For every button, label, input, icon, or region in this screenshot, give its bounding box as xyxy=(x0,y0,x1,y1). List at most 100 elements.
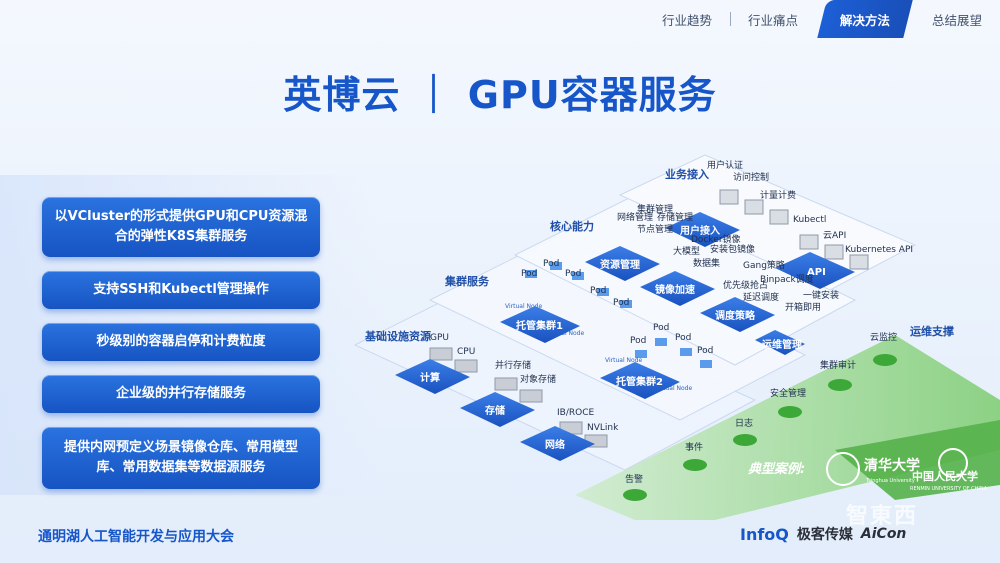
architecture-diagram: 业务接入 核心能力 集群服务 基础设施资源 用户认证 访问控制 计量计费 Kub… xyxy=(335,150,1000,520)
label-business: 业务接入 xyxy=(665,167,709,181)
svg-text:并行存储: 并行存储 xyxy=(495,359,531,371)
svg-text:GPU: GPU xyxy=(430,333,449,343)
svg-text:调度策略: 调度策略 xyxy=(715,309,756,322)
feature-billing: 秒级别的容器启停和计费粒度 xyxy=(42,323,320,361)
nav-item-pain-points[interactable]: 行业痛点 xyxy=(729,0,816,38)
core-preempt: 优先级抢占 xyxy=(723,279,768,291)
core-binpack: Binpack调度 xyxy=(760,273,814,285)
pod-2: Pod xyxy=(543,259,559,269)
vnode-4: Virtual Node xyxy=(655,385,692,392)
top-nav: 行业趋势 行业痛点 解决方法 总结展望 xyxy=(644,0,1000,38)
plate-resource xyxy=(585,246,660,281)
pod-5: Pod xyxy=(613,298,629,308)
label-cluster: 集群服务 xyxy=(444,274,490,288)
object-storage-block xyxy=(519,389,543,403)
core-delay: 延迟调度 xyxy=(743,291,779,303)
case-label: 典型案例: xyxy=(748,462,806,477)
vnode-2: Virtual Node xyxy=(547,330,584,337)
core-network: 网络管理 xyxy=(617,211,653,223)
ops-pucks xyxy=(623,354,897,501)
feature-list: 以VCluster的形式提供GPU和CPU资源混合的弹性K8S集群服务 支持SS… xyxy=(42,197,320,503)
plate-tenant-1 xyxy=(500,306,580,343)
svg-text:托管集群2: 托管集群2 xyxy=(616,375,663,388)
pod-1: Pod xyxy=(521,269,537,279)
vnode-3: Virtual Node xyxy=(605,357,642,364)
plate-ops xyxy=(755,330,805,355)
biz-cloud-api: 云API xyxy=(823,231,846,241)
gpu-block xyxy=(429,347,453,361)
footer-brands: InfoQ 极客传媒 AiCon xyxy=(740,524,906,544)
pod-group xyxy=(525,262,712,368)
plate-api xyxy=(775,252,855,289)
infoq-logo: InfoQ xyxy=(740,524,789,544)
pod-7: Pod xyxy=(653,323,669,333)
svg-text:NVLink: NVLink xyxy=(587,423,619,433)
core-gang: Gang策略 xyxy=(743,259,785,271)
cpu-block xyxy=(454,359,478,373)
core-install: 一键安装 xyxy=(803,289,839,301)
tsinghua-name: 清华大学 xyxy=(864,458,920,474)
nav-item-trends[interactable]: 行业趋势 xyxy=(661,12,712,28)
nav-item-solution[interactable]: 解决方法 xyxy=(817,0,913,38)
ops-log: 日志 xyxy=(735,417,753,429)
biz-billing: 计量计费 xyxy=(760,189,796,201)
svg-text:资源管理: 资源管理 xyxy=(600,258,640,271)
feature-ssh-kubectl: 支持SSH和Kubectl管理操作 xyxy=(42,271,320,309)
label-infra: 基础设施资源 xyxy=(364,329,431,343)
svg-text:对象存储: 对象存储 xyxy=(520,373,556,385)
pod-4: Pod xyxy=(590,286,606,296)
svg-text:IB/ROCE: IB/ROCE xyxy=(557,408,594,418)
core-dataset: 数据集 xyxy=(693,257,720,269)
core-ready: 开箱即用 xyxy=(785,301,821,313)
ops-monitor: 云监控 xyxy=(870,331,897,343)
feature-data-sources: 提供内网预定义场景镜像仓库、常用模型库、常用数据集等数据源服务 xyxy=(42,427,320,489)
vnode-1: Virtual Node xyxy=(505,303,542,310)
biz-auth: 用户认证 xyxy=(707,159,743,171)
biz-kubectl: Kubectl xyxy=(793,215,826,225)
ops-security: 安全管理 xyxy=(770,387,806,399)
nav-item-outlook[interactable]: 总结展望 xyxy=(931,12,982,28)
pod-8: Pod xyxy=(675,333,691,343)
core-package: 安装包镜像 xyxy=(710,243,755,255)
svg-text:网络: 网络 xyxy=(545,438,565,451)
svg-text:镜像加速: 镜像加速 xyxy=(655,283,695,296)
label-core: 核心能力 xyxy=(550,219,594,233)
svg-text:用户接入: 用户接入 xyxy=(679,224,720,237)
renmin-seal-icon xyxy=(938,448,968,478)
svg-text:CPU: CPU xyxy=(457,347,475,357)
ops-audit: 集群审计 xyxy=(820,359,856,371)
feature-vcluster: 以VCluster的形式提供GPU和CPU资源混合的弹性K8S集群服务 xyxy=(42,197,320,257)
core-cluster: 集群管理 xyxy=(637,203,673,215)
svg-text:API: API xyxy=(807,267,826,278)
tsinghua-seal-icon xyxy=(826,452,860,486)
ops-title: 运维支撑 xyxy=(910,324,954,338)
business-monitors xyxy=(719,189,869,270)
core-storage: 存储管理 xyxy=(657,211,693,223)
feature-storage: 企业级的并行存储服务 xyxy=(42,375,320,413)
biz-k8s-api: Kubernetes API xyxy=(845,245,913,255)
watermark: 智東西 xyxy=(846,504,919,529)
core-docker: Docker镜像 xyxy=(691,233,741,245)
plate-tenant-2 xyxy=(600,362,680,399)
ops-event: 事件 xyxy=(685,441,703,453)
plate-image xyxy=(640,271,715,306)
plate-schedule xyxy=(700,297,775,332)
pod-9: Pod xyxy=(697,346,713,356)
page-title: 英博云 ｜ GPU容器服务 xyxy=(283,73,717,117)
ops-alert: 告警 xyxy=(625,473,643,485)
plate-compute xyxy=(395,359,470,394)
plate-network xyxy=(520,426,595,461)
aicon-logo: AiCon xyxy=(860,526,907,542)
pod-3: Pod xyxy=(565,269,581,279)
core-node: 节点管理 xyxy=(637,223,673,235)
svg-text:存储: 存储 xyxy=(485,404,505,417)
svg-text:运维管理: 运维管理 xyxy=(762,338,802,351)
parallel-storage-block xyxy=(494,377,518,391)
svg-text:计算: 计算 xyxy=(420,371,440,384)
geek-media-logo: 极客传媒 xyxy=(796,527,853,543)
core-llm: 大模型 xyxy=(673,245,700,257)
renmin-sub: RENMIN UNIVERSITY OF CHINA xyxy=(910,486,988,492)
plate-user-access xyxy=(665,212,740,247)
cluster-layer xyxy=(428,234,807,421)
pod-6: Pod xyxy=(630,336,646,346)
